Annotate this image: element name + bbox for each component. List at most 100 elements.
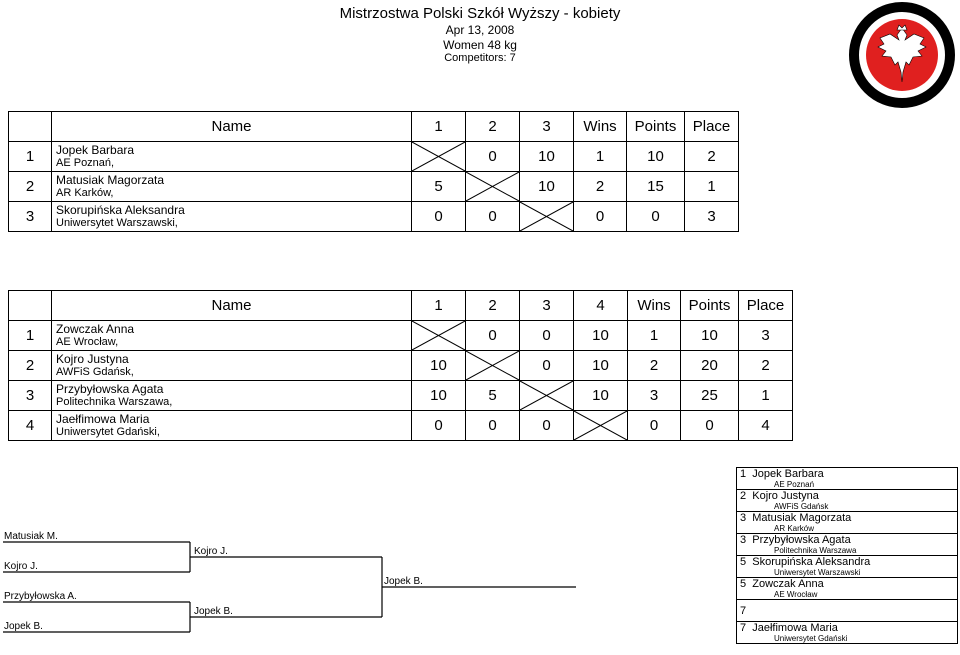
result-place: 5 bbox=[740, 556, 747, 568]
competitor-club: AWFiS Gdańsk, bbox=[56, 365, 134, 378]
pool2-header-blank bbox=[8, 290, 52, 321]
competitor-club: Uniwersytet Gdański, bbox=[56, 425, 160, 438]
bracket-final-winner: Jopek B. bbox=[384, 576, 423, 587]
self-match-cross bbox=[411, 141, 466, 172]
points-cell: 15 bbox=[626, 171, 685, 202]
points-cell: 0 bbox=[680, 410, 739, 441]
bracket-r1-entry: Matusiak M. bbox=[4, 531, 58, 542]
points-cell: 20 bbox=[680, 350, 739, 381]
pool-2-table: Name 1 2 3 4 Wins Points Place 1 Zowczak… bbox=[8, 290, 793, 441]
result-name: Zowczak Anna bbox=[752, 578, 824, 590]
bracket-r1-entry: Kojro J. bbox=[4, 561, 38, 572]
score-cell: 0 bbox=[519, 320, 574, 351]
pool2-header-2: 2 bbox=[465, 290, 520, 321]
score-cell: 10 bbox=[573, 380, 628, 411]
competitor-club: Uniwersytet Warszawski, bbox=[56, 216, 178, 229]
pool-1-table: Name 1 2 3 Wins Points Place 1 Jopek Bar… bbox=[8, 111, 739, 232]
self-match-cross bbox=[573, 410, 628, 441]
self-match-cross bbox=[519, 201, 574, 232]
pool2-header-wins: Wins bbox=[627, 290, 681, 321]
score-cell: 10 bbox=[411, 380, 466, 411]
wins-cell: 1 bbox=[573, 141, 627, 172]
result-club: Uniwersytet Warszawski bbox=[774, 568, 861, 577]
score-cell: 5 bbox=[411, 171, 466, 202]
score-cell: 5 bbox=[465, 380, 520, 411]
result-club: Politechnika Warszawa bbox=[774, 546, 857, 555]
place-cell: 2 bbox=[684, 141, 739, 172]
score-cell: 10 bbox=[519, 171, 574, 202]
place-cell: 1 bbox=[738, 380, 793, 411]
points-cell: 10 bbox=[680, 320, 739, 351]
place-cell: 3 bbox=[684, 201, 739, 232]
row-index: 3 bbox=[8, 380, 52, 411]
pool1-header-1: 1 bbox=[411, 111, 466, 142]
place-cell: 2 bbox=[738, 350, 793, 381]
pool2-header-points: Points bbox=[680, 290, 739, 321]
score-cell: 0 bbox=[519, 350, 574, 381]
points-cell: 0 bbox=[626, 201, 685, 232]
self-match-cross bbox=[519, 380, 574, 411]
wins-cell: 3 bbox=[627, 380, 681, 411]
polish-eagle-emblem-icon bbox=[849, 2, 955, 108]
pool1-header-points: Points bbox=[626, 111, 685, 142]
result-place: 3 bbox=[740, 534, 747, 546]
result-name: Jopek Barbara bbox=[752, 468, 824, 480]
result-name: Jaełfimowa Maria bbox=[752, 622, 838, 634]
competitor-club: AE Poznań, bbox=[56, 156, 115, 169]
pool1-header-3: 3 bbox=[519, 111, 574, 142]
points-cell: 25 bbox=[680, 380, 739, 411]
result-club: Uniwersytet Gdański bbox=[774, 634, 848, 643]
result-club: AR Karków bbox=[774, 524, 815, 533]
row-index: 1 bbox=[8, 320, 52, 351]
competitor-club: AE Wrocław, bbox=[56, 335, 119, 348]
result-club: AE Poznań bbox=[774, 480, 815, 489]
weight-category: Women 48 kg bbox=[443, 38, 517, 52]
pool2-header-4: 4 bbox=[573, 290, 628, 321]
bracket-r1-entry: Jopek B. bbox=[4, 621, 43, 632]
pool1-header-2: 2 bbox=[465, 111, 520, 142]
result-club: AE Wrocław bbox=[774, 590, 818, 599]
self-match-cross bbox=[465, 171, 520, 202]
wins-cell: 2 bbox=[627, 350, 681, 381]
competitor-name: Skorupińska Aleksandra bbox=[56, 202, 185, 217]
score-cell: 0 bbox=[465, 201, 520, 232]
score-cell: 0 bbox=[465, 141, 520, 172]
row-index: 1 bbox=[8, 141, 52, 172]
result-name: Skorupińska Aleksandra bbox=[752, 556, 871, 568]
competitor-name: Kojro Justyna bbox=[56, 351, 129, 366]
result-place: 7 bbox=[740, 622, 747, 634]
elimination-bracket: Matusiak M. Kojro J. Przybyłowska A. Jop… bbox=[0, 520, 600, 640]
bracket-r2-entry: Jopek B. bbox=[194, 606, 233, 617]
page-title: Mistrzostwa Polski Szkół Wyższy - kobiet… bbox=[339, 5, 621, 22]
competitors-count: Competitors: 7 bbox=[444, 52, 516, 64]
self-match-cross bbox=[465, 350, 520, 381]
wins-cell: 1 bbox=[627, 320, 681, 351]
score-cell: 10 bbox=[411, 350, 466, 381]
competitor-club: AR Karków, bbox=[56, 186, 114, 199]
row-index: 3 bbox=[8, 201, 52, 232]
result-place: 3 bbox=[740, 512, 747, 524]
competitor-club: Politechnika Warszawa, bbox=[56, 395, 173, 408]
result-place: 1 bbox=[740, 468, 747, 480]
row-index: 2 bbox=[8, 171, 52, 202]
score-cell: 0 bbox=[411, 410, 466, 441]
result-name: Przybyłowska Agata bbox=[752, 534, 851, 546]
competitor-name: Przybyłowska Agata bbox=[56, 381, 164, 396]
bracket-r1-entry: Przybyłowska A. bbox=[4, 591, 77, 602]
pool2-header-3: 3 bbox=[519, 290, 574, 321]
